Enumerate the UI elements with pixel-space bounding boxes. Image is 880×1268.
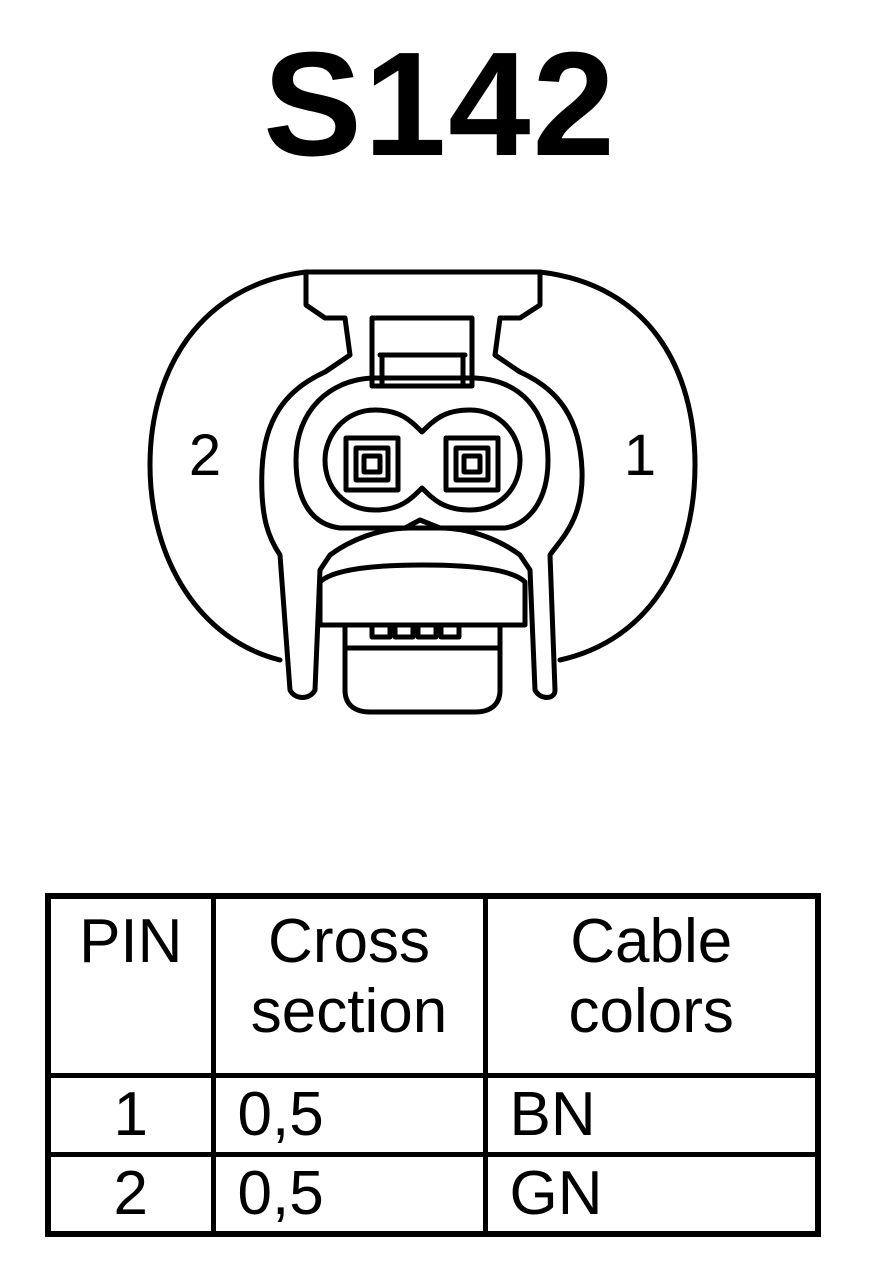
table-header-row: PIN Cross section Cable colors — [45, 893, 821, 1078]
pin-label-2: 2 — [189, 423, 221, 488]
table-row: 2 0,5 GN — [45, 1152, 821, 1237]
pin-table: PIN Cross section Cable colors 1 0,5 BN … — [45, 893, 821, 1237]
terminal-cavities — [322, 407, 523, 513]
cell-cross-section: 0,5 — [210, 1152, 488, 1237]
header-cross-section: Cross section — [210, 893, 488, 1078]
pin-label-1: 1 — [624, 423, 656, 488]
housing-outline — [147, 269, 309, 663]
latch — [369, 315, 475, 389]
cell-pin: 2 — [45, 1152, 216, 1237]
cell-cable-color: BN — [482, 1073, 821, 1157]
terminal-1 — [443, 435, 501, 493]
connector-diagram: 2 1 — [147, 269, 698, 715]
connector-title: S142 — [263, 22, 617, 187]
lower-bar — [317, 562, 528, 628]
cell-cable-color: GN — [482, 1152, 821, 1237]
housing-outline-right — [537, 269, 698, 663]
cell-cross-section: 0,5 — [210, 1073, 488, 1157]
table-row: 1 0,5 BN — [45, 1073, 821, 1157]
header-pin: PIN — [45, 893, 216, 1078]
cell-pin: 1 — [45, 1073, 216, 1157]
locking-tab — [259, 269, 585, 700]
bottom-tab — [342, 622, 503, 715]
inner-body — [293, 375, 551, 531]
header-cable-colors: Cable colors — [482, 893, 821, 1078]
terminal-2 — [343, 435, 401, 493]
